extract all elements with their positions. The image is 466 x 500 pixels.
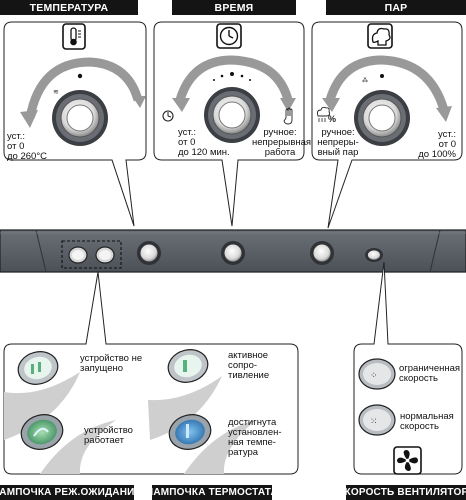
thermostat-active-label: активное сопро- тивление: [228, 350, 270, 381]
lamps-group-outline: [61, 240, 122, 269]
swoosh-right: [148, 376, 222, 440]
swoosh-left-bottom: [40, 420, 116, 474]
steam-percent-icon: %: [316, 106, 336, 124]
clock-icon: [216, 23, 242, 49]
standby-on-label: устройство работает: [84, 425, 133, 446]
swoosh-right-bottom: [184, 420, 256, 474]
time-manual-label: ручное: непрерывная работа: [252, 127, 312, 158]
fan-switch-limited: ⁘: [358, 358, 396, 390]
time-setting-label: уст.: от 0 до 120 мин.: [178, 127, 230, 158]
thermostat-lamp: [95, 246, 115, 264]
percent-symbol: %: [328, 114, 336, 124]
steam-header: ПАР: [326, 0, 466, 15]
panel-temperature-knob[interactable]: [137, 241, 161, 265]
svg-text:≋: ≋: [53, 89, 59, 96]
fan-limited-label: ограниченная скорость: [399, 363, 461, 384]
lamps-callout: [3, 271, 299, 475]
svg-text:⁙: ⁙: [370, 417, 378, 427]
thermometer-icon: [62, 23, 86, 50]
temperature-setting-label: уст.: от 0 до 260°C: [7, 131, 47, 162]
swoosh-left: [4, 372, 80, 440]
fan-switch-normal: ⁙: [358, 404, 396, 436]
panel-time-knob[interactable]: [221, 241, 245, 265]
temperature-knob[interactable]: ≋: [20, 57, 146, 146]
standby-lamp-on: [20, 414, 64, 450]
hand-icon: [283, 107, 293, 125]
svg-text:⁘: ⁘: [370, 371, 378, 381]
thermostat-lamp-reached: [168, 414, 212, 450]
steam-icon: [367, 23, 393, 49]
panel-fan-switch[interactable]: [365, 248, 383, 262]
timer-icon: [162, 110, 174, 122]
thermostat-reached-label: достигнута установлен- ная темпе- ратура: [228, 417, 282, 458]
thermostat-lamp-footer: ЛАМПОЧКА ТЕРМОСТАТА: [146, 485, 278, 500]
standby-lamp-footer: ЛАМПОЧКА РЕЖ.ОЖИДАНИЯ: [0, 485, 142, 500]
steam-setting-label: уст.: от 0 до 100%: [418, 129, 456, 160]
fan-normal-label: нормальная скорость: [400, 411, 454, 432]
standby-lamp: [68, 246, 88, 264]
time-knob[interactable]: [162, 55, 296, 143]
standby-lamp-off: [17, 351, 59, 385]
steam-manual-label: ручное: непреры- вный пар: [317, 127, 359, 158]
time-header: ВРЕМЯ: [172, 0, 296, 15]
steam-knob[interactable]: ⁂ %: [316, 55, 452, 146]
fan-speed-footer: СКОРОСТЬ ВЕНТИЛЯТОРА: [337, 485, 466, 500]
temperature-header: ТЕМПЕРАТУРА: [0, 0, 138, 15]
thermostat-lamp-active: [167, 349, 209, 383]
standby-off-label: устройство не запущено: [80, 353, 143, 374]
fan-icon: [393, 446, 422, 475]
panel-steam-knob[interactable]: [310, 241, 334, 265]
svg-text:⁂: ⁂: [362, 78, 368, 84]
